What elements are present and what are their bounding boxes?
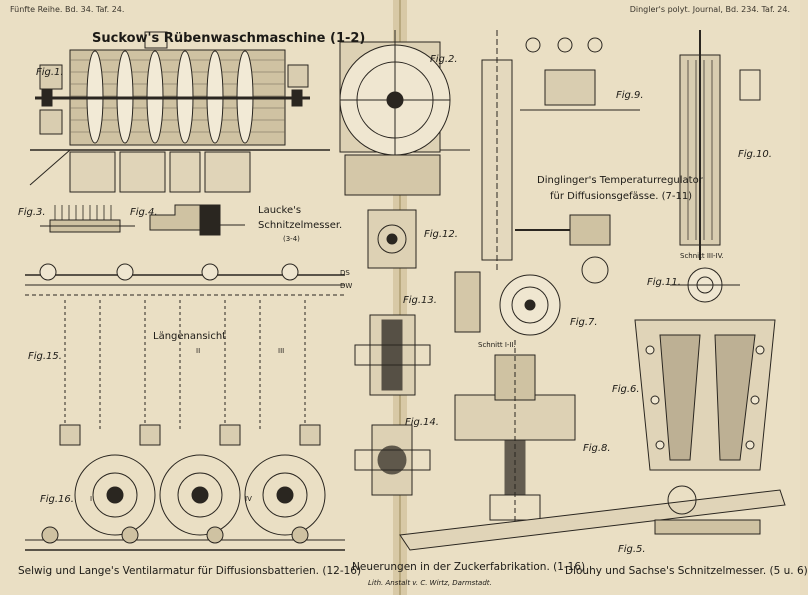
laucke-title-line1: Laucke's: [258, 205, 302, 216]
caption-dlouhy-sachse: Dlouhy und Sachse's Schnitzelmesser. (5 …: [565, 565, 808, 577]
caption-selwig-lange: Selwig und Lange's Ventilarmatur für Dif…: [18, 565, 362, 577]
fig-6-label: Fig.6.: [612, 384, 640, 395]
lithographer-imprint: Lith. Anstalt v. C. Wirtz, Darmstadt.: [368, 579, 492, 587]
fig-7-label: Fig.7.: [570, 317, 598, 328]
dinglinger-title-line1: Dinglinger's Temperaturregulator: [537, 175, 703, 186]
suckow-title: Suckow's Rübenwaschmaschine (1-2): [92, 31, 366, 46]
fig6-drawing: [634, 319, 776, 471]
fig-14-label: Fig.14.: [405, 417, 439, 428]
mark-dw: DW: [340, 282, 353, 290]
caption-main-title: Neuerungen in der Zuckerfabrikation. (1-…: [352, 561, 586, 573]
fig8-drawing: [454, 340, 576, 540]
fig-9-label: Fig.9.: [616, 90, 644, 101]
fig-1-label: Fig.1.: [36, 67, 64, 78]
fig-15-label: Fig.15.: [28, 351, 62, 362]
schnitt-3-4-label: Schnitt III-IV.: [680, 252, 724, 260]
laucke-title-line2: Schnitzelmesser.: [258, 220, 343, 231]
fig-11-label: Fig.11.: [647, 277, 681, 288]
mark-ds: DS: [340, 269, 350, 277]
fig2-drawing: [339, 30, 470, 196]
mark-iv: IV: [245, 495, 252, 503]
fig-2-label: Fig.2.: [430, 54, 458, 65]
laucke-range: (3-4): [283, 235, 300, 243]
fig1-drawing: [29, 31, 330, 193]
fig-5-label: Fig.5.: [618, 544, 646, 555]
plate-header-left: Fünfte Reihe. Bd. 34. Taf. 24.: [10, 5, 125, 14]
fig3-fig4-drawing: [40, 204, 245, 236]
mark-i: I: [90, 495, 93, 503]
fig15-drawing: [25, 263, 345, 446]
mark-iii: III: [278, 347, 285, 355]
mark-ii: II: [196, 347, 201, 355]
fig-10-label: Fig.10.: [738, 149, 772, 160]
fig-3-label: Fig.3.: [18, 207, 46, 218]
laengenansicht-label: Längenansicht: [153, 331, 227, 342]
dinglinger-title-line2: für Diffusionsgefässe. (7-11): [550, 191, 693, 202]
fig-12-label: Fig.12.: [424, 229, 458, 240]
fig-8-label: Fig.8.: [583, 443, 611, 454]
fig9-drawing: [481, 30, 640, 284]
fig10-drawing: [679, 30, 761, 260]
fig-16-label: Fig.16.: [40, 494, 74, 505]
fig11-drawing: [670, 267, 740, 303]
fig-13-label: Fig.13.: [403, 295, 437, 306]
fig7-drawing: [454, 271, 561, 336]
fig5-drawing: [399, 485, 786, 551]
plate-header-right: Dingler's polyt. Journal, Bd. 234. Taf. …: [629, 5, 790, 14]
schnitt-1-2-label: Schnitt I-II.: [478, 341, 516, 349]
fig12-13-14-drawing: [354, 209, 431, 496]
fig16-drawing: [25, 454, 345, 551]
fig-4-label: Fig.4.: [130, 207, 158, 218]
